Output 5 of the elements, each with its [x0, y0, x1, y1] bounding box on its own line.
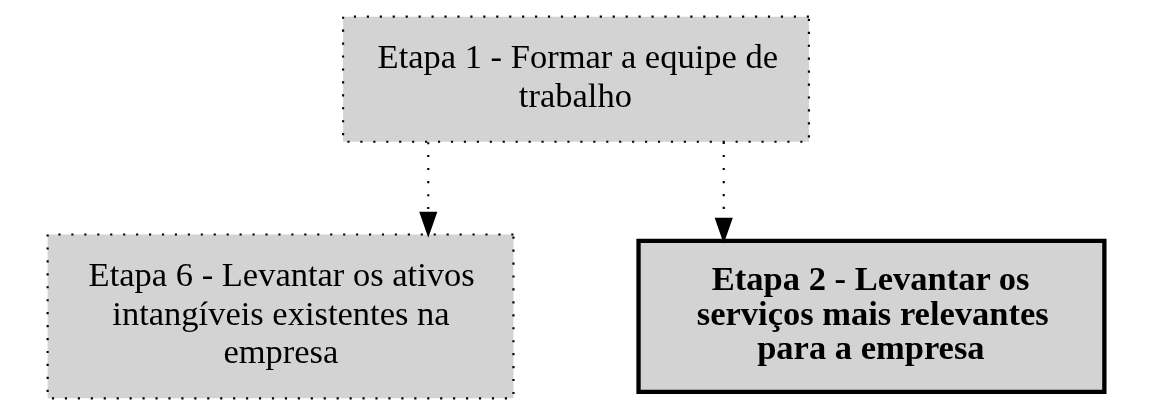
arrow: [714, 142, 733, 244]
node-box: Etapa 1 - Formar a equipe de trabalho: [341, 15, 810, 143]
node-box: Etapa 2 - Levantar os serviços mais relevantes para a empresa: [635, 238, 1107, 395]
arrow: [418, 142, 437, 238]
node-box: Etapa 6 - Levantar os ativos intangíveis existentes na empresa: [46, 233, 515, 400]
